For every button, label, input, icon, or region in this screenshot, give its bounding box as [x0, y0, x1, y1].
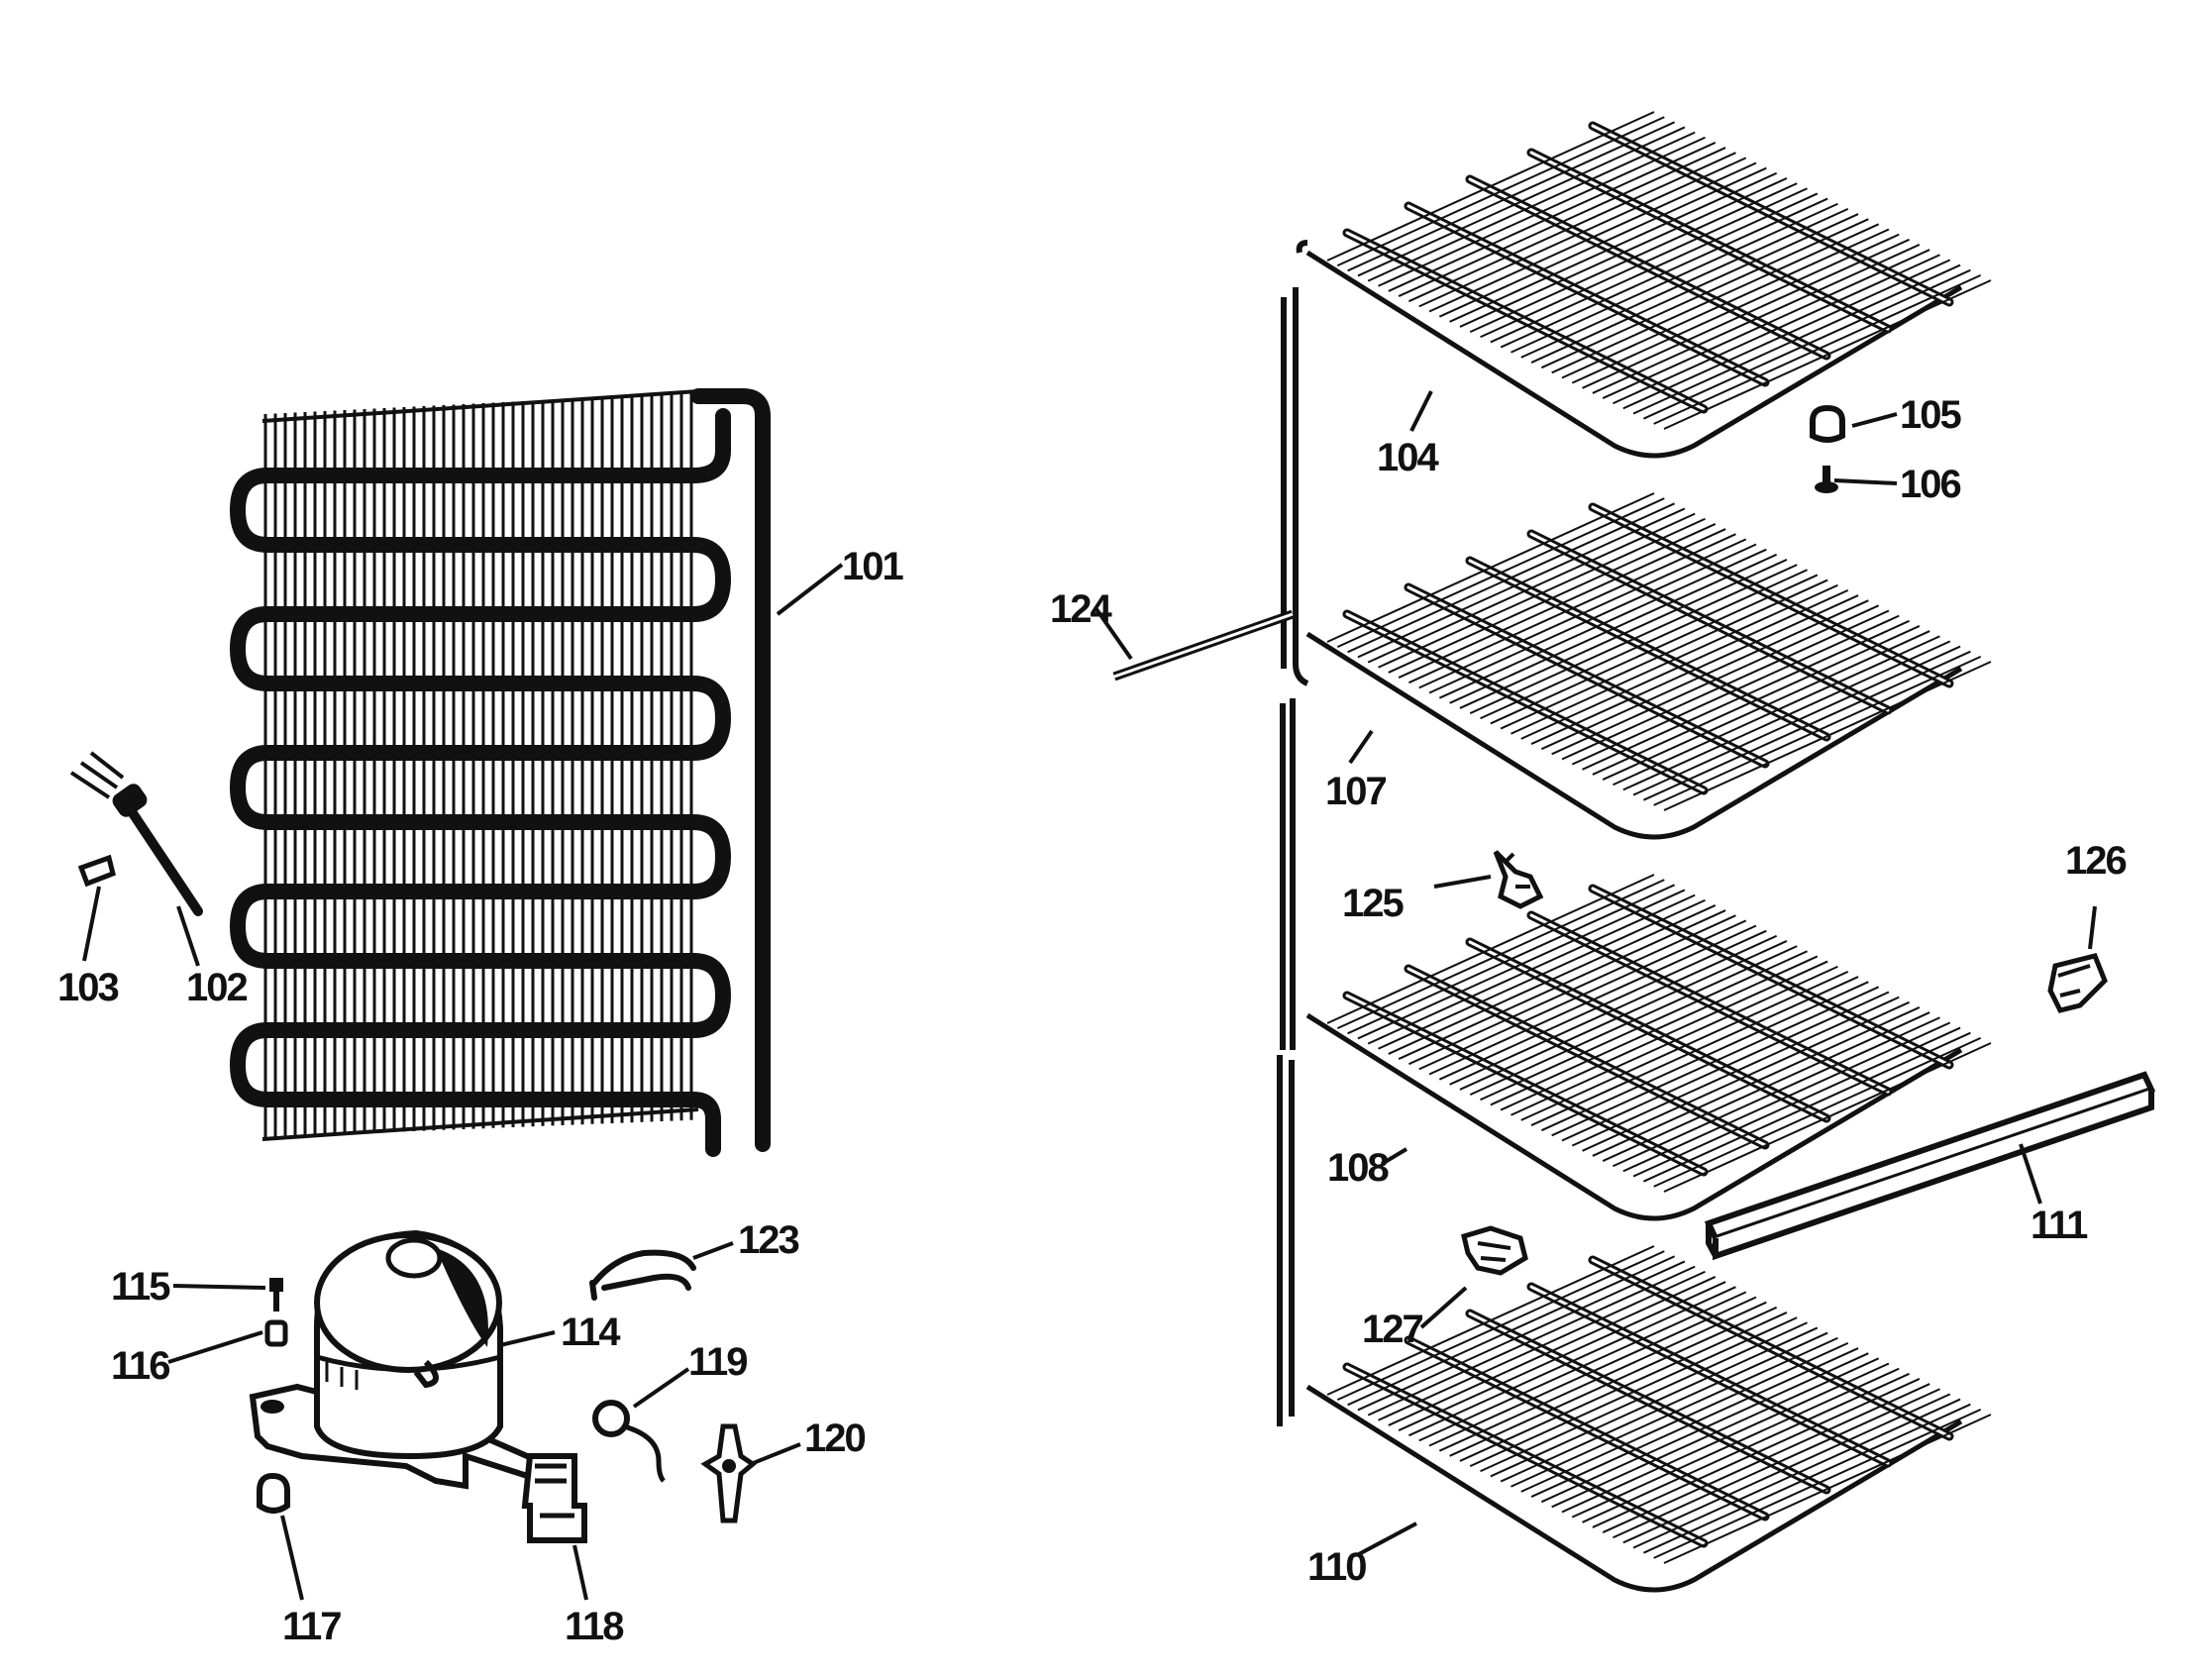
rubber-grommet [257, 1472, 290, 1514]
shelf [1305, 492, 1992, 840]
cap [1810, 404, 1845, 443]
compressor [249, 1229, 555, 1490]
callout-120: 120 [804, 1417, 865, 1460]
mounting-bolt [269, 1278, 283, 1312]
shelf-frame [1277, 240, 1309, 1426]
trim-strip [1704, 1071, 2156, 1261]
shelf-support [2047, 953, 2108, 1013]
callout-118: 118 [565, 1605, 624, 1648]
callout-102: 102 [186, 966, 247, 1009]
callout-127: 127 [1362, 1308, 1422, 1351]
evaporator-shelves [1305, 111, 1992, 1593]
tubing-clip [589, 1249, 696, 1301]
relay [521, 1453, 587, 1543]
callout-111: 111 [2031, 1204, 2088, 1247]
callout-115: 115 [111, 1265, 170, 1309]
callout-124: 124 [1050, 587, 1112, 631]
callout-117: 117 [282, 1605, 341, 1648]
callout-110: 110 [1307, 1545, 1366, 1589]
condenser-coil [230, 388, 771, 1157]
power-cord [69, 751, 203, 916]
leader-lines [82, 390, 2097, 1601]
screw [1815, 466, 1838, 493]
shelf-clip [1461, 1225, 1528, 1276]
callout-126: 126 [2065, 839, 2126, 883]
drain-tube [1112, 609, 1295, 682]
callout-106: 106 [1900, 463, 1960, 506]
terminal-cover [700, 1423, 758, 1523]
callout-101: 101 [842, 545, 903, 588]
callout-114: 114 [561, 1311, 621, 1354]
callout-107: 107 [1325, 770, 1386, 813]
callout-labels: 101 102 103 104 105 106 107 108 110 111 … [57, 393, 2128, 1648]
callout-105: 105 [1900, 393, 1961, 437]
shelf [1305, 1245, 1992, 1593]
shelf [1305, 874, 1992, 1221]
callout-116: 116 [111, 1344, 169, 1388]
cord-clip [77, 854, 116, 888]
callout-119: 119 [688, 1340, 747, 1384]
callout-123: 123 [738, 1218, 798, 1262]
callout-125: 125 [1342, 882, 1404, 925]
grommet [264, 1319, 288, 1347]
shelf-bracket [1493, 850, 1544, 909]
overload-protector [592, 1400, 666, 1483]
callout-103: 103 [57, 966, 118, 1009]
callout-108: 108 [1327, 1146, 1389, 1190]
callout-104: 104 [1377, 436, 1439, 479]
shelf [1305, 111, 1992, 459]
